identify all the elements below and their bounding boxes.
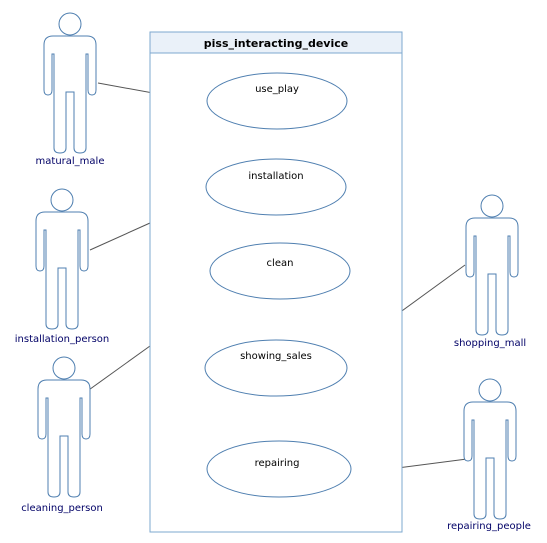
use-case-clean[interactable]: clean bbox=[209, 242, 351, 300]
actor-label: shopping_mall bbox=[454, 338, 526, 349]
system-title: piss_interacting_device bbox=[204, 37, 348, 50]
use-case-ellipse bbox=[205, 158, 347, 216]
actor-shopping-mall[interactable]: shopping_mall bbox=[454, 194, 526, 349]
use-case-repairing[interactable]: repairing bbox=[206, 440, 352, 498]
use-case-showing-sales[interactable]: showing_sales bbox=[204, 339, 348, 397]
use-case-use-play[interactable]: use_play bbox=[206, 72, 348, 130]
actor-head bbox=[478, 378, 502, 402]
actor-figure bbox=[37, 379, 91, 498]
association-cleaning-person bbox=[85, 345, 151, 393]
actor-figure bbox=[465, 217, 519, 336]
actor-head bbox=[58, 12, 82, 36]
actor-label: repairing_people bbox=[447, 521, 531, 532]
use-case-ellipse bbox=[209, 242, 351, 300]
use-case-ellipse bbox=[204, 339, 348, 397]
system-title-bar bbox=[149, 31, 403, 54]
actor-head bbox=[480, 194, 504, 218]
actor-matural-male[interactable]: matural_male bbox=[36, 12, 105, 167]
actor-repairing-people[interactable]: repairing_people bbox=[447, 378, 531, 532]
use-case-ellipse bbox=[206, 440, 352, 498]
actor-label: installation_person bbox=[15, 334, 110, 345]
association-installation-person bbox=[89, 222, 151, 251]
use-case-label: use_play bbox=[255, 84, 299, 95]
use-case-label: clean bbox=[267, 258, 294, 269]
use-case-installation[interactable]: installation bbox=[205, 158, 347, 216]
actor-figure bbox=[463, 401, 517, 520]
actor-figure bbox=[43, 35, 97, 154]
actor-installation-person[interactable]: installation_person bbox=[15, 188, 110, 345]
use-case-label: installation bbox=[248, 171, 303, 182]
use-case-label: repairing bbox=[255, 458, 300, 469]
actor-head bbox=[52, 356, 76, 380]
actor-cleaning-person[interactable]: cleaning_person bbox=[21, 356, 103, 514]
actor-figure bbox=[35, 211, 89, 330]
actor-head bbox=[50, 188, 74, 212]
use-case-ellipse bbox=[206, 72, 348, 130]
actor-label: matural_male bbox=[36, 156, 105, 167]
actor-label: cleaning_person bbox=[21, 503, 103, 514]
use-case-label: showing_sales bbox=[240, 351, 312, 362]
